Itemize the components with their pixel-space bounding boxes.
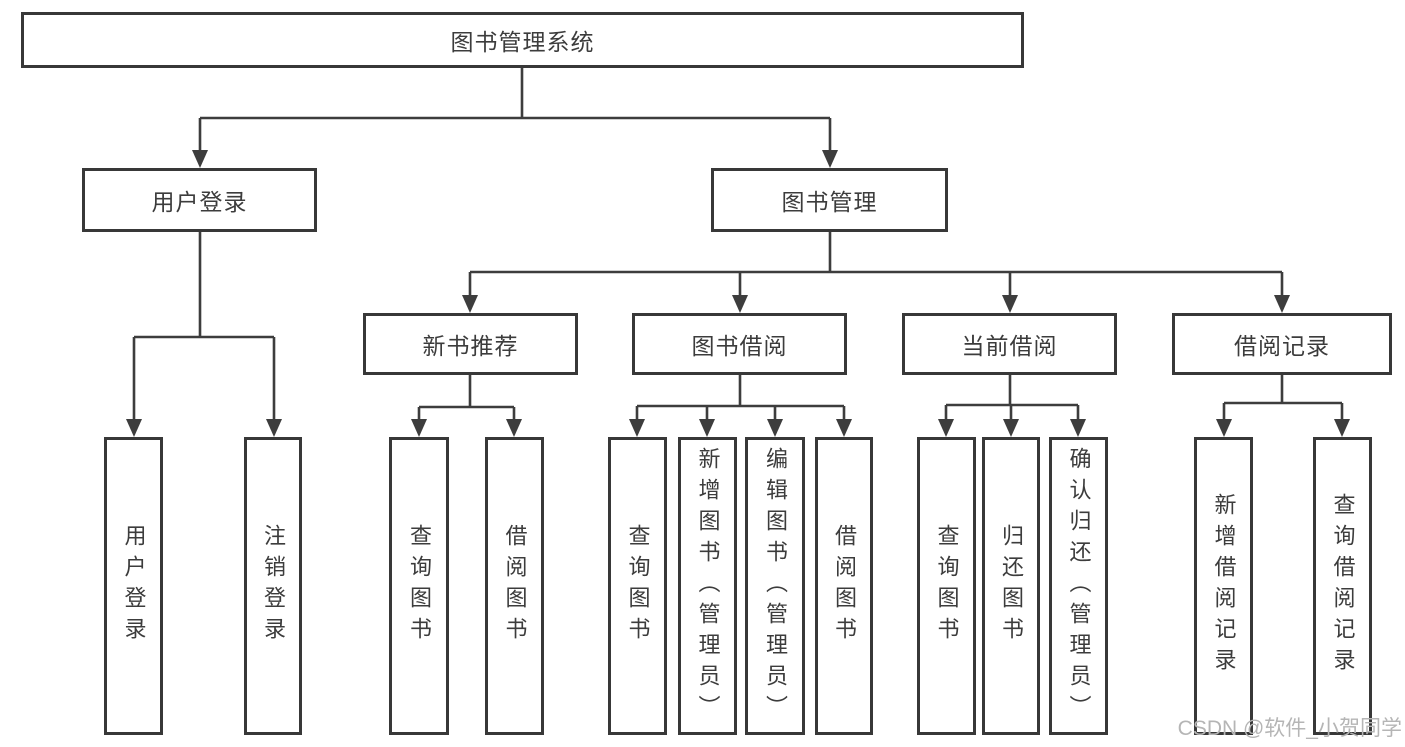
node-label: 新增借阅记录 [1211, 493, 1237, 679]
node-leaf-borrow-books-2: 借阅图书 [815, 437, 873, 735]
node-leaf-query-borrow-record: 查询借阅记录 [1313, 437, 1372, 735]
arrow-down-icon [506, 419, 522, 437]
arrow-down-icon [629, 419, 645, 437]
node-label: 借阅记录 [1234, 333, 1330, 359]
arrow-down-icon [1334, 419, 1350, 437]
arrow-down-icon [1070, 419, 1086, 437]
node-new-books: 新书推荐 [363, 313, 578, 375]
node-leaf-add-borrow-record: 新增借阅记录 [1194, 437, 1253, 735]
node-label: 注销登录 [261, 524, 286, 648]
connector-root-to-level2 [198, 68, 832, 152]
node-leaf-borrow-books-1: 借阅图书 [485, 437, 544, 735]
node-label: 用户登录 [151, 189, 248, 215]
arrow-down-icon [1216, 419, 1232, 437]
arrow-down-icon [266, 419, 282, 437]
node-label: 图书管理系统 [450, 29, 595, 55]
node-label: 新增图书（管理员） [695, 446, 721, 726]
node-label: 确认归还（管理员） [1066, 446, 1092, 726]
node-label: 借阅图书 [832, 524, 857, 648]
node-label: 查询图书 [407, 524, 432, 648]
arrow-down-icon [836, 419, 852, 437]
node-leaf-query-books-2: 查询图书 [608, 437, 667, 735]
node-label: 查询图书 [934, 524, 960, 648]
connector-book-mgmt-to-level3 [468, 232, 1284, 297]
connector-user-login-children [132, 232, 276, 421]
arrow-down-icon [732, 295, 748, 313]
arrow-down-icon [1274, 295, 1290, 313]
csdn-watermark: CSDN @软件_小贺同学 [1177, 717, 1402, 740]
node-leaf-query-books-3: 查询图书 [917, 437, 976, 735]
node-label: 图书借阅 [691, 333, 788, 359]
arrow-down-icon [411, 419, 427, 437]
node-label: 图书管理 [781, 189, 878, 215]
node-label: 新书推荐 [422, 333, 519, 359]
node-leaf-return-books: 归还图书 [982, 437, 1040, 735]
node-root-system: 图书管理系统 [21, 12, 1024, 68]
arrow-down-icon [699, 419, 715, 437]
connector-borrow-records-children [1222, 375, 1344, 421]
node-borrow-records: 借阅记录 [1172, 313, 1392, 375]
arrow-down-icon [126, 419, 142, 437]
connector-new-books-children [417, 375, 516, 421]
connector-book-borrow-children [635, 375, 846, 421]
node-leaf-user-login: 用户登录 [104, 437, 163, 735]
node-label: 查询图书 [625, 524, 651, 648]
arrow-down-icon [767, 419, 783, 437]
node-label: 编辑图书（管理员） [763, 446, 788, 726]
node-book-borrow: 图书借阅 [632, 313, 847, 375]
connector-current-borrow-children [944, 375, 1080, 421]
arrow-down-icon [192, 150, 208, 168]
arrow-down-icon [462, 295, 478, 313]
node-leaf-logout: 注销登录 [244, 437, 302, 735]
arrow-down-icon [1002, 295, 1018, 313]
node-leaf-add-books-admin: 新增图书（管理员） [678, 437, 737, 735]
node-label: 归还图书 [999, 524, 1024, 648]
node-leaf-edit-books-admin: 编辑图书（管理员） [745, 437, 805, 735]
node-label: 查询借阅记录 [1330, 493, 1356, 679]
node-label: 借阅图书 [502, 524, 528, 648]
node-leaf-confirm-return-admin: 确认归还（管理员） [1049, 437, 1108, 735]
arrow-down-icon [938, 419, 954, 437]
node-current-borrow: 当前借阅 [902, 313, 1117, 375]
node-label: 用户登录 [121, 524, 147, 648]
node-book-mgmt: 图书管理 [711, 168, 948, 232]
arrow-down-icon [1003, 419, 1019, 437]
node-leaf-query-books-1: 查询图书 [389, 437, 449, 735]
arrow-down-icon [822, 150, 838, 168]
node-user-login: 用户登录 [82, 168, 317, 232]
node-label: 当前借阅 [961, 333, 1058, 359]
